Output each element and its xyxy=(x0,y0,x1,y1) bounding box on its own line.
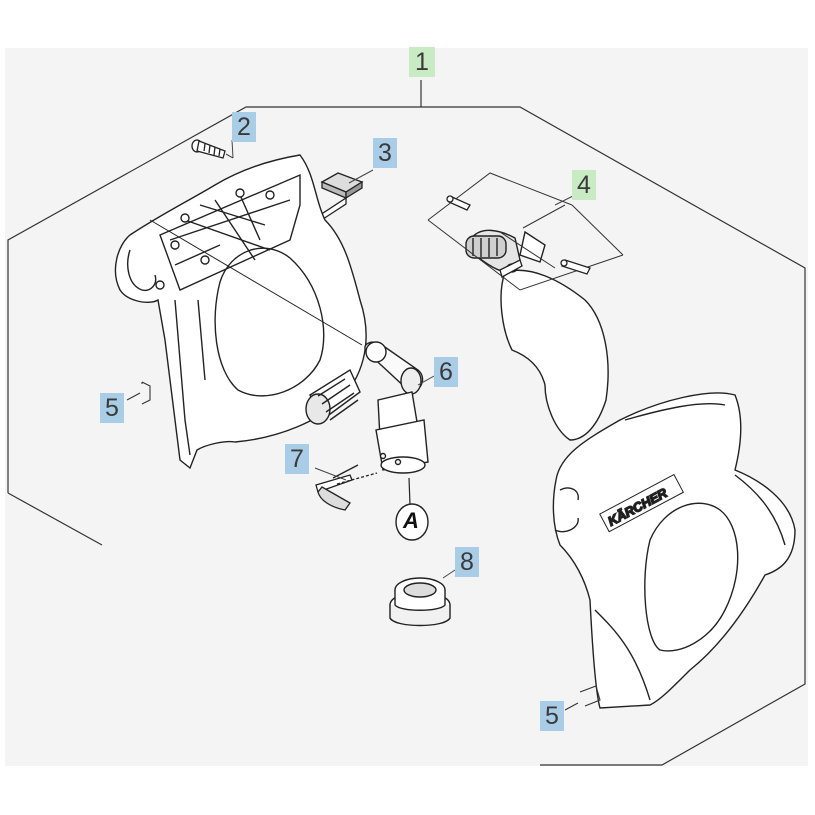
right-housing-shell: KÄRCHER xyxy=(552,392,796,709)
screw-part xyxy=(191,139,234,159)
left-housing-shell xyxy=(114,154,367,470)
assembly-outline xyxy=(7,80,806,766)
callout-4: 4 xyxy=(572,170,596,200)
callout-7: 7 xyxy=(285,444,309,474)
callout-6: 6 xyxy=(434,357,458,387)
callout-8: 8 xyxy=(455,547,479,577)
marker-a-circle xyxy=(395,503,429,541)
clip-marker-right xyxy=(564,685,601,711)
leader-lines xyxy=(231,139,574,579)
pins-bracket xyxy=(427,172,624,291)
retaining-clip-part xyxy=(315,464,378,511)
ring-nut-part xyxy=(389,577,451,627)
callout-1: 1 xyxy=(409,47,435,77)
marker-a-label: A xyxy=(403,508,419,533)
connector-line-a xyxy=(408,477,411,506)
callout-3: 3 xyxy=(373,138,397,168)
callout-5-right: 5 xyxy=(540,701,564,731)
callout-5-left: 5 xyxy=(100,393,124,423)
pin-parts xyxy=(446,195,591,278)
clip-marker-left xyxy=(126,381,151,405)
elbow-pipe-part xyxy=(305,341,429,474)
callout-2: 2 xyxy=(232,112,256,142)
